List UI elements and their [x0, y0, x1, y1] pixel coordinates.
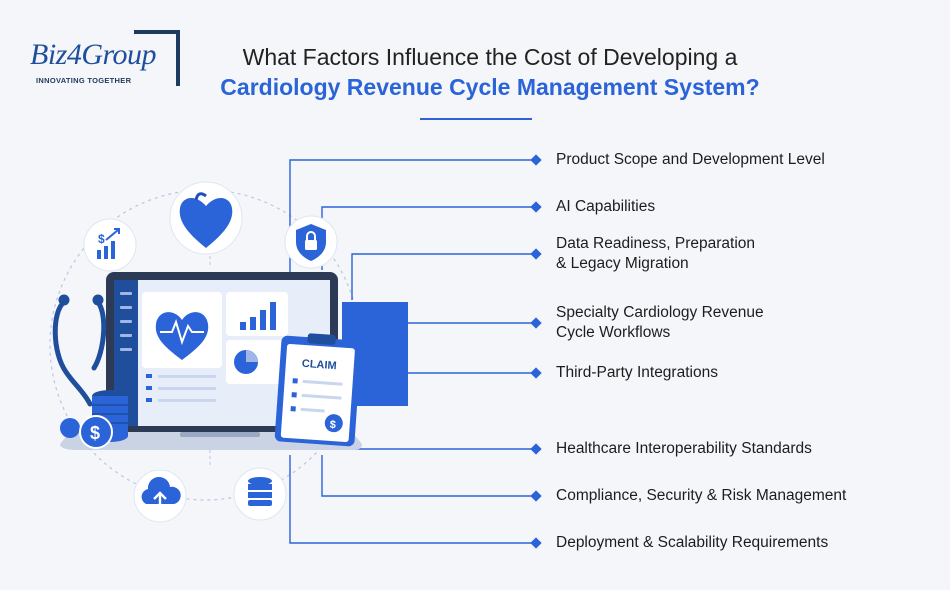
cloud-upload-icon — [133, 469, 187, 523]
factor-product-scope: Product Scope and Development Level — [556, 151, 825, 168]
factor-deployment-scalability: Deployment & Scalability Requirements — [556, 534, 829, 551]
logo-name: Biz4Group — [30, 38, 157, 71]
svg-text:$: $ — [329, 419, 336, 431]
company-logo: Biz4Group INNOVATING TOGETHER — [22, 30, 180, 90]
factor-specialty-workflows: Specialty Cardiology Revenue Cycle Workf… — [556, 304, 764, 341]
page-title: What Factors Influence the Cost of Devel… — [150, 42, 830, 102]
clipboard-icon: CLAIM $ — [274, 333, 362, 447]
dollar-coin-icon: $ — [79, 415, 113, 449]
stethoscope-icon — [52, 294, 107, 407]
database-icon — [233, 467, 287, 521]
factor-ai-capabilities: AI Capabilities — [556, 198, 656, 215]
heart-icon — [169, 181, 243, 255]
title-underline — [420, 118, 532, 120]
logo-tagline: INNOVATING TOGETHER — [36, 76, 132, 85]
title-line-1: What Factors Influence the Cost of Devel… — [242, 44, 738, 70]
svg-text:$: $ — [98, 232, 105, 246]
factor-compliance-security: Compliance, Security & Risk Management — [556, 487, 847, 504]
factor-interoperability-standards: Healthcare Interoperability Standards — [556, 440, 812, 457]
connector-dots — [530, 154, 542, 549]
factor-data-readiness: Data Readiness, Preparation & Legacy Mig… — [556, 235, 756, 272]
logo-frame — [134, 30, 180, 86]
title-line-2: Cardiology Revenue Cycle Management Syst… — [220, 74, 760, 100]
svg-text:$: $ — [90, 423, 100, 443]
claim-label: CLAIM — [301, 358, 337, 372]
factor-third-party-integrations: Third-Party Integrations — [556, 364, 718, 381]
dollar-growth-icon: $ — [83, 218, 137, 272]
lock-shield-icon — [284, 215, 338, 269]
